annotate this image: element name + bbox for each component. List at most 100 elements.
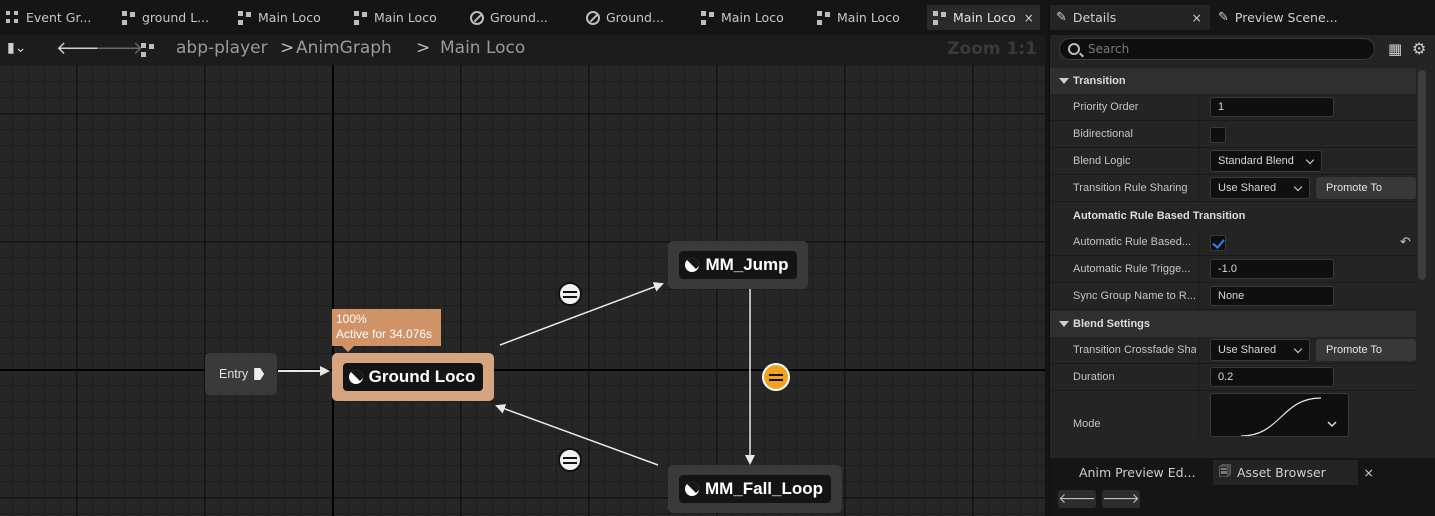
graph-origin-axis-horizontal <box>0 369 1045 371</box>
close-tab-icon[interactable]: × <box>1023 10 1034 25</box>
transition-rule-icon[interactable] <box>558 282 582 306</box>
details-tab-bar: ✎ Details × ✎ Preview Scene... <box>1050 0 1435 35</box>
column-divider <box>1198 283 1199 310</box>
column-divider <box>1198 337 1199 364</box>
tab-ground-locomotion[interactable]: ground L... <box>122 5 209 30</box>
history-back-button[interactable]: 🡐 <box>1058 490 1096 508</box>
category-blend-settings[interactable]: Blend Settings <box>1050 311 1416 337</box>
column-divider <box>1198 94 1199 121</box>
column-divider <box>1198 364 1199 391</box>
property-mode: Mode <box>1050 391 1416 437</box>
ground-to-jump-arrow <box>499 282 664 346</box>
property-bidirectional: Bidirectional <box>1050 121 1416 148</box>
close-tab-icon[interactable]: × <box>1191 10 1202 25</box>
rule-sharing-dropdown[interactable]: Use Shared <box>1210 177 1310 199</box>
column-divider <box>1198 121 1199 148</box>
back-arrow-icon[interactable]: 🡐 <box>56 38 105 59</box>
bottom-panel: Anim Preview Ed... 🗐 Asset Browser × 🡐 🡒 <box>1049 458 1435 516</box>
active-state-tooltip: 100% Active for 34.076s <box>332 309 441 352</box>
state-icon <box>348 370 363 384</box>
tooltip-active-time: Active for 34.076s <box>336 327 433 341</box>
duration-field[interactable]: 0.2 <box>1210 367 1334 387</box>
tab-main-loco[interactable]: Main Loco <box>701 5 784 30</box>
state-machine-icon <box>586 10 600 25</box>
tab-details[interactable]: ✎ Details × <box>1050 5 1210 30</box>
details-scrollbar[interactable] <box>1418 70 1426 280</box>
graph-icon <box>354 10 368 25</box>
bookmark-icon[interactable]: ▮⌄ <box>7 40 27 56</box>
transition-rule-icon[interactable] <box>558 448 582 472</box>
gear-icon[interactable]: ⚙ <box>1412 39 1427 58</box>
state-node-mm-fall-loop[interactable]: MM_Fall_Loop <box>668 465 842 513</box>
breadcrumb-asset[interactable]: abp-player <box>176 38 268 58</box>
reset-to-default-icon[interactable]: ↶ <box>1400 234 1411 249</box>
state-machine-icon <box>470 10 484 25</box>
graph-toolbar: ▮⌄ 🡐 🡒 abp-player > AnimGraph > Main Loc… <box>0 35 1045 65</box>
promote-to-button[interactable]: Promote To <box>1316 177 1416 199</box>
details-panel: ✎ Details × ✎ Preview Scene... Search ▦ … <box>1049 0 1435 458</box>
forward-arrow-icon[interactable]: 🡒 <box>95 38 144 59</box>
graph-icon <box>817 10 831 25</box>
history-forward-button[interactable]: 🡒 <box>1102 490 1140 508</box>
tab-ground-state[interactable]: Ground... <box>586 5 664 30</box>
property-automatic-rule-trigger: Automatic Rule Trigge...-1.0 <box>1050 256 1416 283</box>
automatic-rule-checkbox[interactable] <box>1210 235 1226 251</box>
graph-icon <box>238 10 252 25</box>
entry-node[interactable]: Entry <box>205 353 277 395</box>
tab-ground-state[interactable]: Ground... <box>470 5 548 30</box>
trigger-time-field[interactable]: -1.0 <box>1210 259 1334 279</box>
fall-to-ground-arrow <box>495 404 659 466</box>
pencil-icon: ✎ <box>1218 10 1229 25</box>
pencil-icon: ✎ <box>1056 10 1067 25</box>
state-icon <box>684 482 699 496</box>
graph-origin-axis-vertical <box>332 65 334 516</box>
bidirectional-checkbox[interactable] <box>1210 127 1226 143</box>
document-tab-bar: Event Gr... ground L... Main Loco Main L… <box>0 0 1045 35</box>
tab-asset-browser[interactable]: 🗐 Asset Browser × <box>1213 460 1374 485</box>
tab-event-graph[interactable]: Event Gr... <box>6 5 91 30</box>
tab-anim-preview-editor[interactable]: Anim Preview Ed... <box>1079 465 1196 480</box>
graph-icon <box>122 10 136 25</box>
graph-icon <box>141 43 155 57</box>
breadcrumb-main-loco[interactable]: Main Loco <box>440 38 526 58</box>
details-search-input[interactable]: Search <box>1059 38 1375 60</box>
transition-rule-icon-active[interactable] <box>762 363 790 391</box>
tab-main-loco[interactable]: Main Loco <box>817 5 900 30</box>
tab-main-loco-active[interactable]: Main Loco× <box>927 5 1040 30</box>
breadcrumb-animgraph[interactable]: AnimGraph <box>296 38 392 58</box>
collapse-arrow-icon <box>1059 78 1069 84</box>
transition-arrows <box>278 268 755 466</box>
state-icon <box>685 258 700 272</box>
priority-order-field[interactable]: 1 <box>1210 97 1334 117</box>
entry-label: Entry <box>219 367 249 381</box>
crossfade-sharing-dropdown[interactable]: Use Shared <box>1210 339 1310 361</box>
column-divider <box>1198 391 1199 437</box>
tab-preview-scene[interactable]: ✎ Preview Scene... <box>1218 10 1338 25</box>
state-node-ground-loco[interactable]: Ground Loco <box>332 353 494 401</box>
sync-group-field[interactable]: None <box>1210 286 1334 306</box>
close-tab-icon[interactable]: × <box>1363 465 1374 480</box>
state-node-mm-jump[interactable]: MM_Jump <box>668 241 808 289</box>
tab-main-loco[interactable]: Main Loco <box>238 5 321 30</box>
collapse-arrow-icon <box>1059 321 1069 327</box>
blend-logic-dropdown[interactable]: Standard Blend <box>1210 150 1322 172</box>
search-icon <box>1068 43 1080 55</box>
blend-mode-curve-dropdown[interactable] <box>1210 393 1349 437</box>
blend-curve-preview <box>1240 397 1337 436</box>
exec-pin-icon[interactable] <box>254 368 265 380</box>
graph-icon <box>701 10 715 25</box>
zoom-level: Zoom 1:1 <box>947 39 1037 59</box>
table-view-icon[interactable]: ▦ <box>1388 40 1403 58</box>
breadcrumb-separator: > <box>416 38 431 58</box>
state-machine-graph-canvas[interactable]: Entry 100% Active for 34.076s Ground Loc… <box>0 65 1045 516</box>
category-transition[interactable]: Transition <box>1050 68 1416 94</box>
promote-to-button[interactable]: Promote To <box>1316 339 1416 361</box>
tab-main-loco[interactable]: Main Loco <box>354 5 437 30</box>
column-divider <box>1198 175 1199 202</box>
column-divider <box>1198 229 1199 256</box>
